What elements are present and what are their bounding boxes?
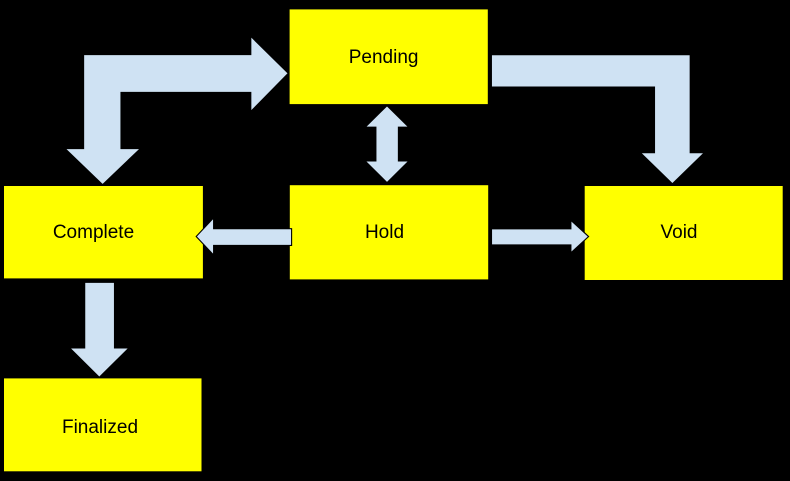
svg-text:Pending: Pending: [349, 47, 419, 68]
svg-text:Void: Void: [661, 222, 698, 243]
svg-text:Finalized: Finalized: [62, 417, 138, 438]
svg-text:Complete: Complete: [53, 222, 134, 243]
svg-text:Hold: Hold: [365, 222, 404, 243]
